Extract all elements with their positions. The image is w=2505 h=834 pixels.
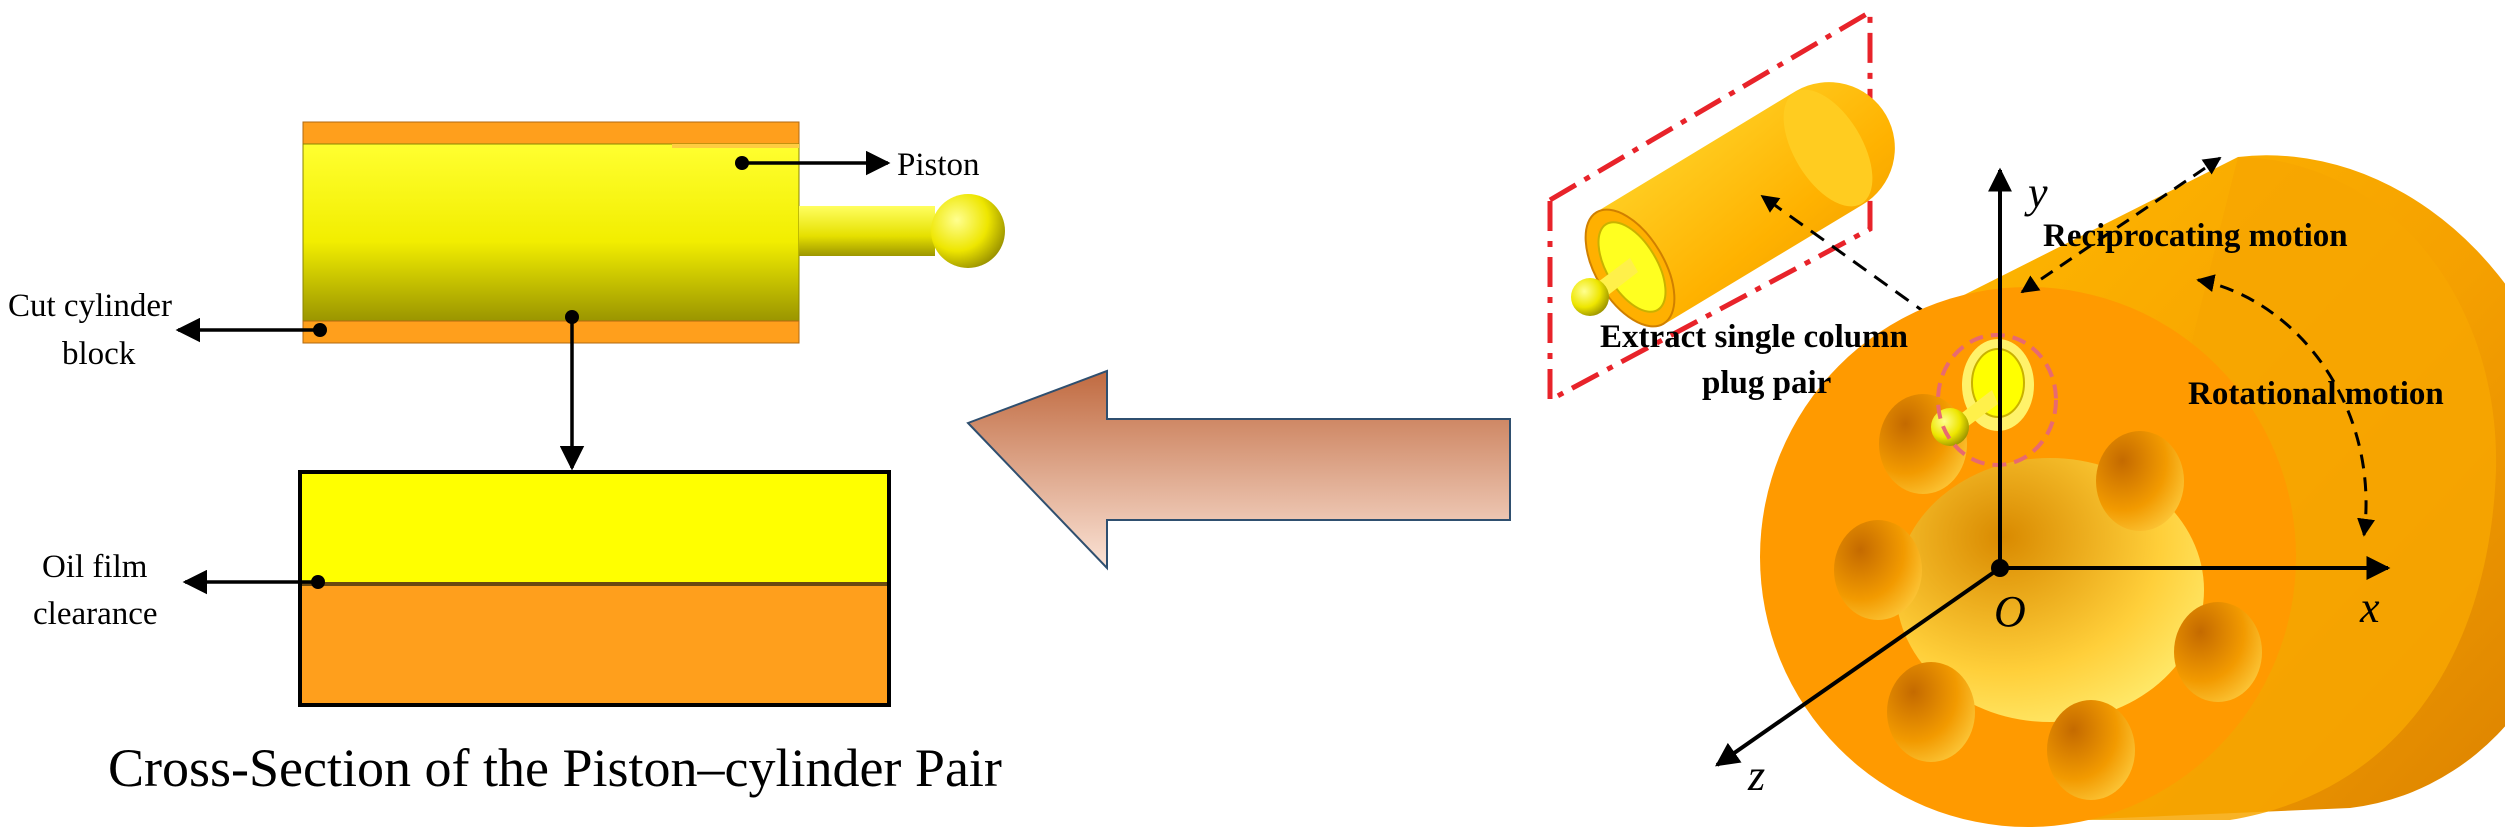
oil-film-zoom-box: [298, 470, 891, 707]
installed-piston-highlight: [1936, 333, 2058, 467]
cylinder-wall-top: [302, 121, 800, 145]
y-axis-label: y: [2024, 168, 2048, 217]
extracted-plug-pair: [1571, 82, 1895, 328]
oil-film-label-line2: clearance: [33, 596, 158, 632]
cylinder-wall-right-step: [672, 144, 799, 148]
oil-film-label-line1: Oil film: [42, 549, 148, 585]
oil-film-leader-dot: [311, 575, 325, 589]
origin-dot: [1991, 559, 2009, 577]
installed-piston-ball: [1931, 408, 1969, 446]
piston-hole: [2047, 700, 2135, 800]
origin-label: O: [1994, 587, 2026, 636]
z-axis: [1715, 566, 2002, 767]
cut-cylinder-leader-dot: [313, 323, 327, 337]
piston-cylinder-section: [302, 121, 1005, 344]
zoom-orange-layer: [300, 584, 889, 705]
rotational-motion-arrow: [2196, 274, 2375, 537]
piston-ball-joint: [931, 194, 1005, 268]
reciprocating-motion-label: Reciprocating motion: [2043, 218, 2348, 254]
cylinder-block: [1760, 155, 2505, 827]
extracted-piston-ball: [1571, 278, 1609, 316]
piston-hole: [2174, 602, 2262, 702]
zoom-yellow-layer: [300, 472, 889, 584]
zoom-box-border: [298, 470, 891, 707]
extract-dashed-arrow: [1760, 194, 1973, 348]
z-axis-label: z: [1747, 751, 1765, 800]
rotational-motion-label: Rotational motion: [2188, 376, 2444, 412]
piston-hole: [1834, 520, 1922, 620]
piston-leader-dot: [735, 156, 749, 170]
piston-hole: [1887, 662, 1975, 762]
extract-label-line1: Extract single column: [1600, 319, 1908, 355]
caption: Cross-Section of the Piston–cylinder Pai…: [108, 738, 1002, 798]
cylinder-wall-bottom: [302, 320, 800, 344]
x-axis-label: x: [2359, 583, 2380, 632]
left-panel: Piston Cut cylinder block Oil film clear…: [8, 121, 1005, 798]
piston-label: Piston: [897, 147, 980, 183]
piston-hole: [2096, 431, 2184, 531]
piston-rod: [799, 206, 935, 256]
cut-cylinder-label-line2: block: [62, 336, 136, 372]
cut-cylinder-label-line1: Cut cylinder: [8, 288, 172, 324]
extracted-cylinder-back: [1783, 89, 1873, 207]
extract-label-line2: plug pair: [1702, 365, 1831, 401]
reciprocating-motion-arrow: [2020, 156, 2222, 294]
right-panel: y x z O Reciprocating motion Rotational …: [1547, 7, 2505, 827]
piston-body: [302, 143, 800, 322]
transition-arrow: [966, 369, 1511, 571]
extract-highlight-box: [1547, 7, 1873, 405]
